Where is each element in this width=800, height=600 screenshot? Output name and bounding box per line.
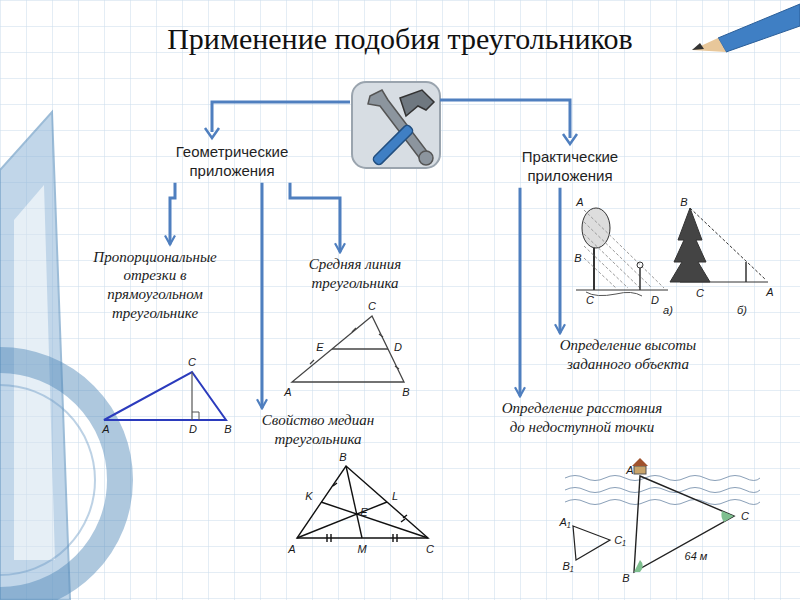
figure-label: C₁	[614, 534, 625, 546]
figure-label: L	[392, 490, 398, 502]
river	[565, 476, 760, 505]
figure-label: B₁	[563, 560, 574, 572]
node-text: Определение расстояния до недоступной то…	[489, 397, 675, 439]
node-text: Свойство медиан треугольника	[248, 409, 388, 451]
figure-label: B	[622, 572, 629, 584]
figure-label: C	[426, 543, 434, 555]
figure-label: A	[626, 464, 633, 476]
figure-label: б)	[737, 304, 747, 316]
height-figure-b	[670, 208, 768, 282]
figure-label: A	[102, 423, 109, 435]
figure-label: B	[224, 423, 231, 435]
branch-arrow	[261, 183, 264, 409]
figure-label: A₁	[560, 516, 571, 528]
figure-label: C	[368, 300, 376, 312]
branch-heading: Геометрические приложения	[157, 141, 307, 183]
figure-label: D	[651, 294, 659, 306]
node-text: Определение высоты заданного объекта	[544, 334, 712, 376]
house	[632, 458, 648, 474]
figure-label: B	[680, 196, 687, 208]
figure-label: A	[284, 386, 291, 398]
figure-label: E	[360, 506, 367, 518]
topic-text: Пропорциональные отрезки в прямоугольном…	[85, 246, 225, 325]
title: Применение подобия треугольников	[0, 22, 800, 56]
figure-label: D	[189, 423, 197, 435]
topic-text: Определение расстояния до недоступной то…	[489, 397, 675, 439]
branch-arrow	[170, 183, 175, 245]
medians-triangle	[297, 466, 428, 542]
distance-triangle	[573, 476, 734, 572]
node-text: Средняя линия треугольника	[290, 253, 420, 295]
right-triangle	[104, 372, 226, 420]
figure-label: A	[288, 543, 295, 555]
topic-text: Определение высоты заданного объекта	[544, 334, 712, 376]
figure-label: a)	[663, 304, 673, 316]
topic-text: Свойство медиан треугольника	[248, 409, 388, 451]
midline-triangle	[292, 316, 404, 382]
figure-label: B	[402, 386, 409, 398]
figure-label: D	[394, 341, 402, 353]
tools-icon	[352, 82, 440, 168]
height-figure-a	[576, 208, 668, 296]
pencil	[692, 4, 800, 52]
icon-arrows	[205, 100, 577, 144]
node-text: Практические приложения	[500, 146, 640, 188]
figure-label: M	[357, 543, 366, 555]
topic-text: Средняя линия треугольника	[290, 253, 420, 295]
figure-label: 64 м	[685, 550, 708, 562]
branch-arrow	[519, 188, 522, 397]
node-text: Геометрические приложения	[157, 141, 307, 183]
figure-label: E	[316, 341, 323, 353]
protractor	[0, 360, 120, 600]
figure-label: C	[188, 356, 196, 368]
branch-arrow	[290, 183, 340, 253]
node-text: Пропорциональные отрезки в прямоугольном…	[85, 246, 225, 325]
figure-label: A	[766, 286, 773, 298]
figure-label: C	[586, 294, 594, 306]
figure-label: C	[696, 287, 704, 299]
branch-arrow	[559, 188, 562, 334]
figure-label: C	[741, 510, 749, 522]
figure-label: B	[339, 451, 346, 463]
figure-label: A	[576, 196, 583, 208]
branch-heading: Практические приложения	[500, 146, 640, 188]
figure-label: B	[574, 252, 581, 264]
figure-label: K	[305, 490, 312, 502]
